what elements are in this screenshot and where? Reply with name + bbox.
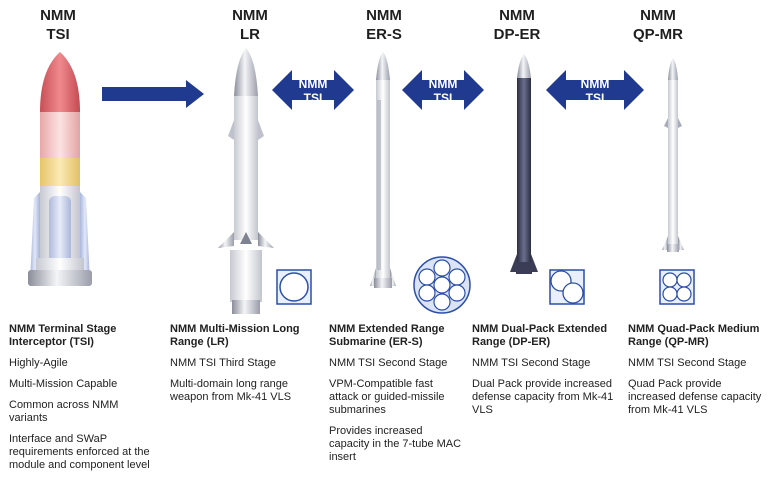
description-dp-er-item: NMM TSI Second Stage bbox=[472, 357, 591, 369]
description-dp-er-title: NMM Dual-Pack Extended Range (DP-ER) bbox=[472, 323, 608, 348]
double-arrow-2-line1: NMM bbox=[429, 77, 458, 91]
description-qp-mr-title: NMM Quad-Pack Medium Range (QP-MR) bbox=[628, 323, 760, 348]
double-arrow-1-line1: NMM bbox=[299, 77, 328, 91]
dp-er-missile bbox=[510, 54, 538, 274]
description-qp-mr-item: Quad Pack provide increased defense capa… bbox=[628, 378, 762, 416]
description-qp-mr: NMM Quad-Pack Medium Range (QP-MR) NMM T… bbox=[628, 323, 764, 425]
nmm-tsi-double-arrow-3: NMM TSI bbox=[546, 70, 644, 110]
header-er-s-line2: ER-S bbox=[366, 26, 402, 43]
er-s-missile bbox=[370, 52, 396, 288]
description-tsi-item: Interface and SWaP requirements enforced… bbox=[9, 433, 150, 471]
description-lr: NMM Multi-Mission Long Range (LR) NMM TS… bbox=[170, 323, 320, 412]
description-dp-er-item: Dual Pack provide increased defense capa… bbox=[472, 378, 614, 416]
header-tsi: NMM TSI bbox=[13, 6, 103, 44]
er-s-mac-icon bbox=[413, 256, 471, 314]
missile-illustration: NMM TSI NMM TSI NMM TSI bbox=[28, 48, 695, 314]
nmm-tsi-double-arrow-2: NMM TSI bbox=[402, 70, 484, 110]
description-er-s-item: VPM-Compatible fast attack or guided-mis… bbox=[329, 378, 445, 416]
description-er-s-item: NMM TSI Second Stage bbox=[329, 357, 448, 369]
header-dp-er: NMM DP-ER bbox=[472, 6, 562, 44]
header-tsi-line1: NMM bbox=[40, 7, 76, 24]
description-er-s-item: Provides increased capacity in the 7-tub… bbox=[329, 425, 462, 463]
header-lr-line2: LR bbox=[240, 26, 260, 43]
description-dp-er: NMM Dual-Pack Extended Range (DP-ER) NMM… bbox=[472, 323, 618, 425]
description-tsi: NMM Terminal Stage Interceptor (TSI) Hig… bbox=[9, 323, 159, 480]
qp-mr-canister-icon bbox=[659, 269, 695, 305]
right-arrow bbox=[102, 80, 204, 108]
description-qp-mr-item: NMM TSI Second Stage bbox=[628, 357, 747, 369]
header-lr: NMM LR bbox=[205, 6, 295, 44]
description-er-s-title: NMM Extended Range Submarine (ER-S) bbox=[329, 323, 445, 348]
double-arrow-2-line2: TSI bbox=[434, 91, 453, 105]
description-tsi-item: Common across NMM variants bbox=[9, 399, 119, 424]
header-er-s-line1: NMM bbox=[366, 7, 402, 24]
description-er-s: NMM Extended Range Submarine (ER-S) NMM … bbox=[329, 323, 465, 472]
header-dp-er-line2: DP-ER bbox=[493, 26, 541, 43]
tsi-missile bbox=[28, 52, 92, 286]
header-qp-mr-line1: NMM bbox=[640, 7, 676, 24]
description-tsi-item: Multi-Mission Capable bbox=[9, 378, 118, 390]
header-er-s: NMM ER-S bbox=[339, 6, 429, 44]
nmm-tsi-double-arrow-1: NMM TSI bbox=[272, 70, 354, 110]
header-dp-er-line1: NMM bbox=[499, 7, 535, 24]
double-arrow-3-line2: TSI bbox=[586, 91, 605, 105]
lr-missile bbox=[218, 48, 274, 314]
dp-er-canister-icon bbox=[549, 269, 585, 305]
header-qp-mr: NMM QP-MR bbox=[613, 6, 703, 44]
header-tsi-line2: TSI bbox=[46, 26, 70, 43]
header-lr-line1: NMM bbox=[232, 7, 268, 24]
description-lr-title: NMM Multi-Mission Long Range (LR) bbox=[170, 323, 300, 348]
description-lr-item: Multi-domain long range weapon from Mk-4… bbox=[170, 378, 292, 403]
double-arrow-1-line2: TSI bbox=[304, 91, 323, 105]
lr-canister-icon bbox=[276, 269, 312, 305]
header-qp-mr-line2: QP-MR bbox=[633, 26, 683, 43]
description-tsi-title: NMM Terminal Stage Interceptor (TSI) bbox=[9, 323, 117, 348]
description-tsi-item: Highly-Agile bbox=[9, 357, 68, 369]
qp-mr-missile bbox=[662, 58, 684, 252]
double-arrow-3-line1: NMM bbox=[581, 77, 610, 91]
description-lr-item: NMM TSI Third Stage bbox=[170, 357, 276, 369]
